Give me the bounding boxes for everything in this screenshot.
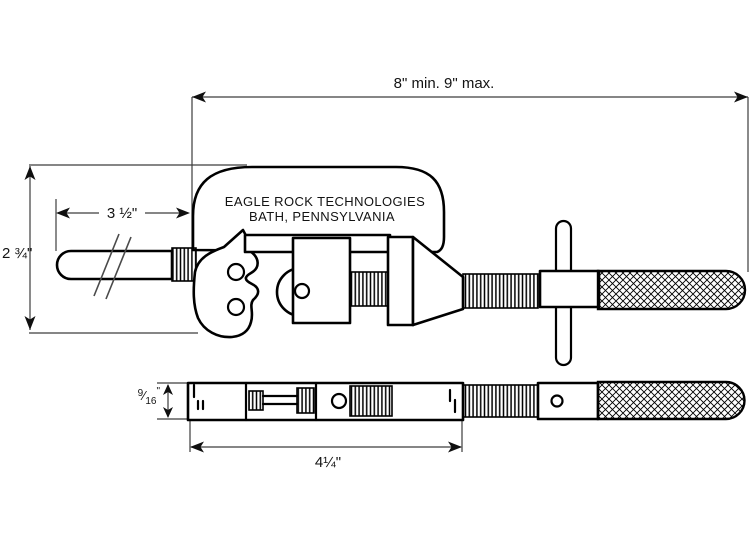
pivot-hole [330, 392, 348, 410]
arrowhead-down [163, 407, 173, 418]
t-handle-hole [550, 394, 564, 408]
dimension-frame-length: 4¼" [189, 421, 463, 471]
wheel-axle [293, 282, 311, 300]
break-marks [93, 233, 132, 300]
linkage-block-left [248, 390, 264, 411]
linkage-block-right [296, 387, 315, 414]
dimension-bar-thickness: 9⁄16" [138, 382, 187, 420]
body-height-label: 2 ¾" [2, 245, 32, 262]
dimension-rod-length: 3 ½" [55, 199, 190, 251]
unit-mark: " [156, 386, 160, 397]
fraction-slash: ⁄ [140, 388, 147, 403]
arrowhead-left [56, 207, 70, 219]
arrowhead-right [448, 441, 462, 453]
bottom-view [186, 380, 746, 422]
fraction-denominator: 16 [145, 396, 157, 407]
rod-length-label: 3 ½" [107, 205, 137, 222]
knurled-grip [596, 269, 747, 311]
arrowhead-right [176, 207, 190, 219]
thread-section-frame [349, 385, 393, 417]
break-mark [93, 233, 120, 297]
t-handle-collar [538, 269, 601, 309]
dimension-overall-length: 8" min. 9" max. [191, 75, 749, 272]
t-handle-collar-bottom [536, 381, 600, 421]
slide-block [291, 236, 352, 325]
arrowhead-down [24, 316, 36, 330]
side-view: EAGLE ROCK TECHNOLOGIES BATH, PENNSYLVAN… [55, 165, 747, 367]
thread-section-screw-bottom [462, 384, 539, 418]
arrowhead-up [24, 166, 36, 180]
thread-section-screw [462, 273, 539, 309]
knurled-grip-bottom [596, 380, 746, 421]
manufacturer-location: BATH, PENNSYLVANIA [249, 209, 395, 224]
dimension-body-height: 2 ¾" [2, 164, 247, 334]
thread-section-mid [349, 271, 389, 307]
fraction-numerator: 9 [138, 388, 144, 399]
overall-length-label: 8" min. 9" max. [394, 75, 495, 92]
arrowhead-right [734, 91, 748, 103]
feed-rod [55, 249, 174, 281]
arrowhead-up [163, 384, 173, 395]
bar-thickness-label: 9⁄16" [138, 386, 161, 407]
arrowhead-left [190, 441, 204, 453]
bottom-body [186, 381, 465, 422]
body-shell [191, 165, 446, 254]
roller-bottom [226, 297, 246, 317]
arrowhead-left [192, 91, 206, 103]
frame-bar [386, 235, 415, 327]
break-mark [105, 236, 132, 300]
frame-cone [411, 235, 465, 327]
manufacturer-name: EAGLE ROCK TECHNOLOGIES [225, 194, 425, 209]
frame-length-label: 4¼" [315, 454, 341, 471]
thread-section-left [171, 247, 197, 282]
roller-top [226, 262, 246, 282]
